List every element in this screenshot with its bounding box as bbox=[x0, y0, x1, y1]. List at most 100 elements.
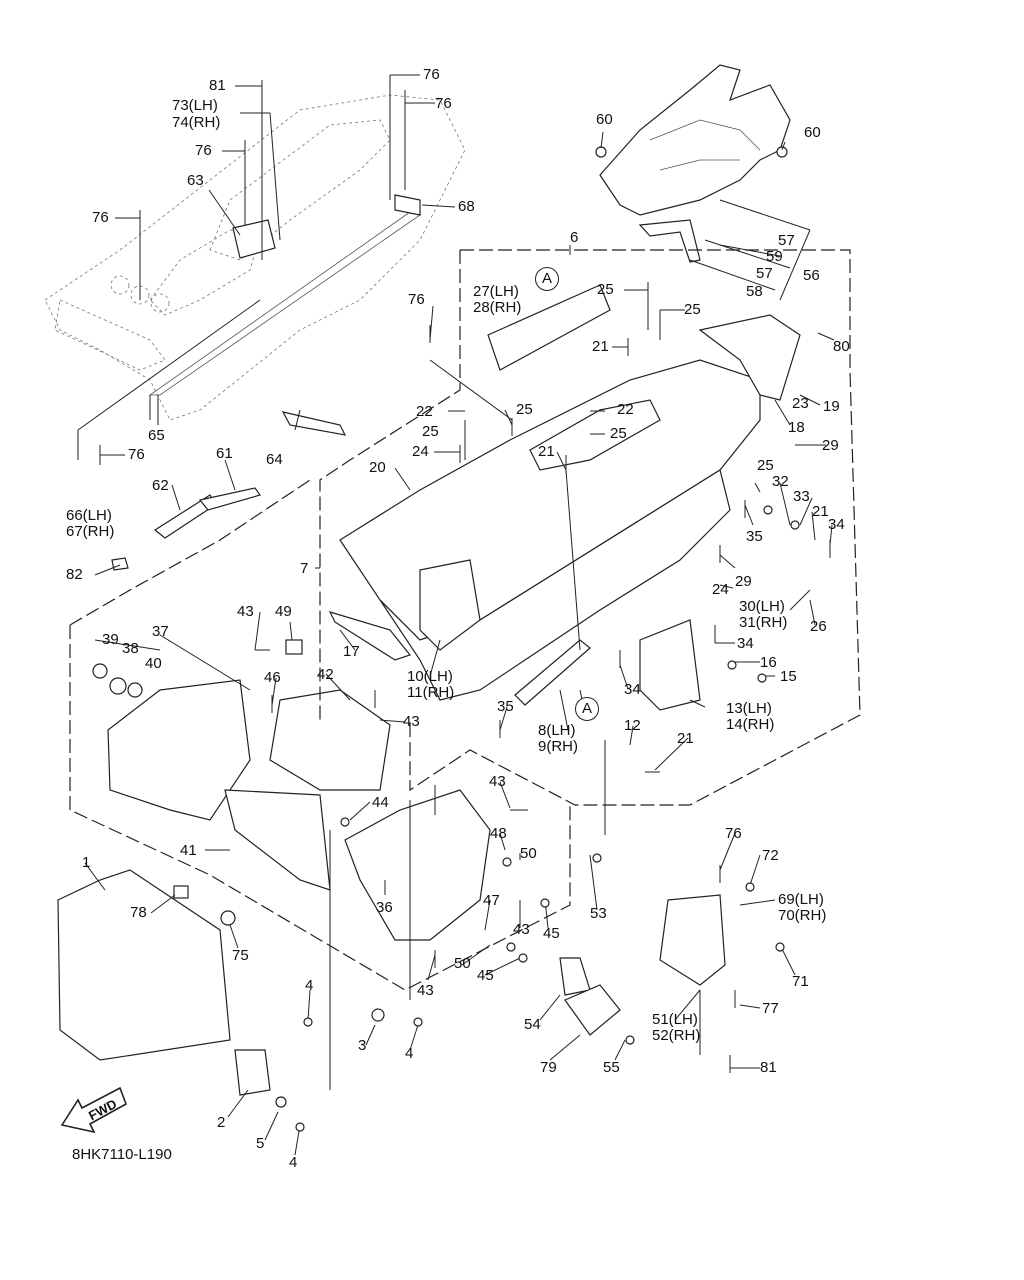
part-label-14: 14(RH) bbox=[726, 716, 775, 733]
part-label-21d: 21 bbox=[677, 730, 694, 747]
part-label-76e: 76 bbox=[128, 446, 145, 463]
part-label-21a: 21 bbox=[592, 338, 609, 355]
part-label-43c: 43 bbox=[489, 773, 506, 790]
part-label-16: 16 bbox=[760, 654, 777, 671]
part-label-25b: 25 bbox=[684, 301, 701, 318]
part-label-5: 5 bbox=[256, 1135, 265, 1152]
part-label-22b: 22 bbox=[617, 401, 634, 418]
part-label-57b: 57 bbox=[756, 265, 773, 282]
part-label-51: 51(LH) bbox=[652, 1011, 698, 1028]
part-label-72: 72 bbox=[762, 847, 779, 864]
part-label-79: 79 bbox=[540, 1059, 557, 1076]
part-label-64: 64 bbox=[266, 451, 283, 468]
part-label-13: 13(LH) bbox=[726, 700, 772, 717]
part-label-11: 11(RH) bbox=[407, 684, 455, 701]
part-label-57a: 57 bbox=[778, 232, 795, 249]
part-label-63: 63 bbox=[187, 172, 204, 189]
part-label-29a: 29 bbox=[822, 437, 839, 454]
part-label-80: 80 bbox=[833, 338, 850, 355]
part-label-21b: 21 bbox=[538, 443, 555, 460]
part-label-15: 15 bbox=[780, 668, 797, 685]
part-label-62: 62 bbox=[152, 477, 169, 494]
part-label-60b: 60 bbox=[804, 124, 821, 141]
fwd-arrow-icon: FWD bbox=[60, 1086, 127, 1134]
part-label-76g: 76 bbox=[725, 825, 742, 842]
part-label-4a: 4 bbox=[305, 977, 314, 994]
part-label-37: 37 bbox=[152, 623, 169, 640]
part-label-20: 20 bbox=[369, 459, 386, 476]
part-label-2: 2 bbox=[217, 1114, 226, 1131]
part-label-55: 55 bbox=[603, 1059, 620, 1076]
part-label-74: 74(RH) bbox=[172, 114, 221, 131]
part-label-49: 49 bbox=[275, 603, 292, 620]
part-label-38: 38 bbox=[122, 640, 139, 657]
part-label-60a: 60 bbox=[596, 111, 613, 128]
part-label-78: 78 bbox=[130, 904, 147, 921]
part-label-81a: 81 bbox=[209, 77, 226, 94]
part-label-47: 47 bbox=[483, 892, 500, 909]
part-label-3: 3 bbox=[358, 1037, 367, 1054]
part-label-41: 41 bbox=[180, 842, 197, 859]
part-label-56: 56 bbox=[803, 267, 820, 284]
part-label-19: 19 bbox=[823, 398, 840, 415]
part-label-22a: 22 bbox=[416, 403, 433, 420]
part-label-24b: 24 bbox=[712, 581, 729, 598]
part-label-61: 61 bbox=[216, 445, 233, 462]
part-label-6: 6 bbox=[570, 229, 579, 246]
part-label-25f: 25 bbox=[757, 457, 774, 474]
part-label-25c: 25 bbox=[516, 401, 533, 418]
part-label-66: 66(LH) bbox=[66, 507, 112, 524]
part-label-42: 42 bbox=[317, 666, 334, 683]
part-label-76f: 76 bbox=[408, 291, 425, 308]
part-label-25d: 25 bbox=[422, 423, 439, 440]
fasteners bbox=[99, 78, 831, 1132]
part-label-35b: 35 bbox=[497, 698, 514, 715]
part-label-67: 67(RH) bbox=[66, 523, 115, 540]
part-label-10: 10(LH) bbox=[407, 668, 453, 685]
part-label-8: 8(LH) bbox=[538, 722, 576, 739]
part-label-77: 77 bbox=[762, 1000, 779, 1017]
part-label-28: 28(RH) bbox=[473, 299, 522, 316]
part-label-1: 1 bbox=[82, 854, 91, 871]
part-label-34c: 34 bbox=[624, 681, 641, 698]
part-label-12: 12 bbox=[624, 717, 641, 734]
part-label-48: 48 bbox=[490, 825, 507, 842]
fwd-label: FWD bbox=[86, 1096, 119, 1123]
part-label-17: 17 bbox=[343, 643, 360, 660]
part-label-53: 53 bbox=[590, 905, 607, 922]
group-boundaries bbox=[69, 245, 861, 991]
part-label-50a: 50 bbox=[520, 845, 537, 862]
part-label-43a: 43 bbox=[237, 603, 254, 620]
part-label-32: 32 bbox=[772, 473, 789, 490]
part-label-25e: 25 bbox=[610, 425, 627, 442]
part-label-70: 70(RH) bbox=[778, 907, 827, 924]
part-label-82: 82 bbox=[66, 566, 83, 583]
part-label-4c: 4 bbox=[289, 1154, 298, 1171]
rear-flap-assembly bbox=[595, 64, 791, 263]
part-label-81b: 81 bbox=[760, 1059, 777, 1076]
part-label-58: 58 bbox=[746, 283, 763, 300]
part-label-36: 36 bbox=[376, 899, 393, 916]
part-label-25a: 25 bbox=[597, 281, 614, 298]
part-label-33: 33 bbox=[793, 488, 810, 505]
part-label-65: 65 bbox=[148, 427, 165, 444]
part-label-30: 30(LH) bbox=[739, 598, 785, 615]
part-label-24a: 24 bbox=[412, 443, 429, 460]
part-label-21c: 21 bbox=[812, 503, 829, 520]
part-label-A1: A bbox=[535, 267, 559, 291]
part-label-34a: 34 bbox=[828, 516, 845, 533]
part-label-43e: 43 bbox=[417, 982, 434, 999]
part-label-73: 73(LH) bbox=[172, 97, 218, 114]
part-label-26: 26 bbox=[810, 618, 827, 635]
part-label-69: 69(LH) bbox=[778, 891, 824, 908]
part-label-46: 46 bbox=[264, 669, 281, 686]
diagram-code: 8HK7110-L190 bbox=[72, 1146, 172, 1163]
part-label-54: 54 bbox=[524, 1016, 541, 1033]
front-chassis bbox=[57, 639, 726, 1108]
part-label-50b: 50 bbox=[454, 955, 471, 972]
seat-tank-assembly bbox=[44, 94, 466, 421]
part-label-71: 71 bbox=[792, 973, 809, 990]
part-label-27: 27(LH) bbox=[473, 283, 519, 300]
tunnel-frame bbox=[111, 284, 801, 711]
part-label-40: 40 bbox=[145, 655, 162, 672]
